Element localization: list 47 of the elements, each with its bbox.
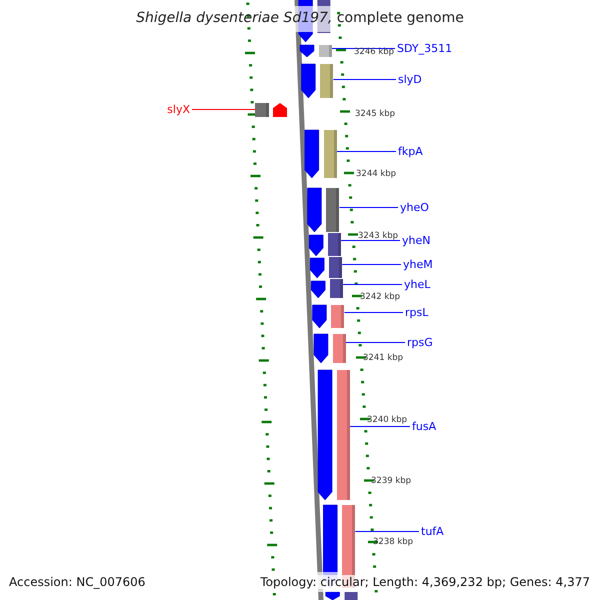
gene-label: rpsL	[405, 306, 428, 319]
leader-line	[340, 240, 400, 241]
gene-label: rpsG	[407, 336, 433, 349]
gene-label: slyX	[167, 103, 190, 116]
position-label: 3245 kbp	[355, 109, 396, 119]
accession-label: Accession: NC_007606	[9, 575, 146, 589]
position-label: 3240 kbp	[367, 415, 408, 425]
position-label: 3246 kbp	[354, 47, 394, 57]
position-label: 3242 kbp	[360, 292, 400, 302]
leader-line	[192, 109, 256, 110]
gene-label: yheL	[404, 278, 430, 291]
leader-line	[336, 151, 396, 152]
gene-label: yheM	[403, 258, 433, 271]
gene-label: fkpA	[398, 145, 423, 158]
leader-line	[338, 207, 398, 208]
leader-line	[345, 342, 406, 343]
gene-label: yheO	[400, 201, 429, 214]
position-label: 3238 kbp	[373, 537, 414, 547]
genome-summary: Topology: circular; Length: 4,369,232 bp; Genes: 4,377	[260, 575, 590, 589]
gene-block	[255, 103, 269, 117]
gene-block	[331, 305, 344, 328]
leader-line	[331, 48, 396, 49]
leader-line	[354, 531, 420, 532]
gene-block	[332, 334, 346, 363]
leader-line	[332, 79, 396, 80]
leader-line	[342, 284, 402, 285]
gene-label: fusA	[412, 420, 436, 433]
position-label: 3239 kbp	[371, 476, 412, 486]
position-label: 3243 kbp	[358, 231, 398, 241]
gene-block	[326, 188, 340, 232]
gene-block	[330, 279, 344, 298]
leader-line	[344, 312, 404, 313]
gene-block	[329, 257, 342, 278]
gene-label: slyD	[398, 73, 422, 86]
gene-label: tufA	[421, 525, 444, 538]
gene-block	[324, 130, 337, 178]
leader-line	[350, 426, 410, 427]
position-label: 3244 kbp	[356, 169, 396, 179]
gene-block	[337, 370, 350, 500]
leader-line	[342, 264, 402, 265]
gene-block	[320, 64, 334, 98]
genome-title: Shigella dysenteriae Sd197, complete genome	[135, 10, 465, 26]
position-label: 3241 kbp	[363, 353, 404, 363]
gene-block	[318, 45, 332, 57]
gene-block	[328, 233, 342, 256]
gene-label: SDY_3511	[397, 42, 452, 55]
gene-label: yheN	[402, 234, 430, 247]
